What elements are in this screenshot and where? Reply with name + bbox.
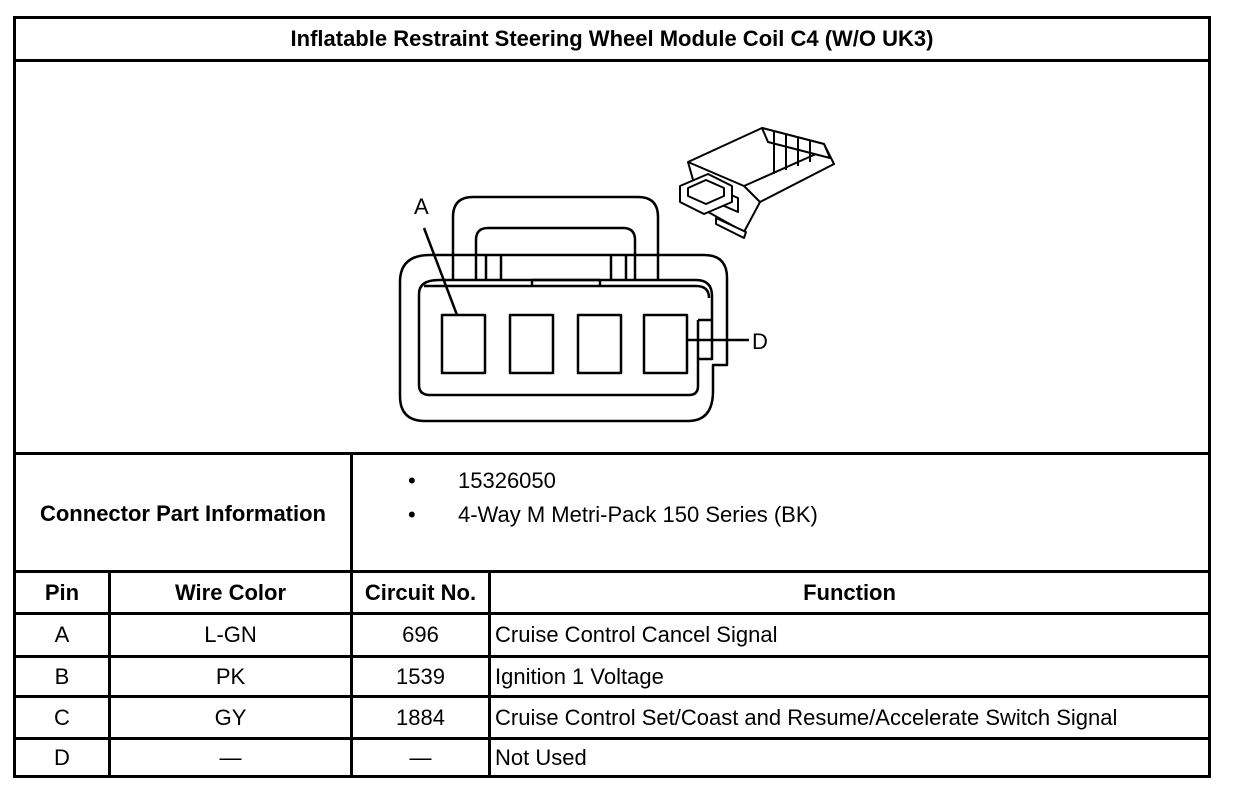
part-info-item: • 15326050 bbox=[355, 464, 1205, 498]
cell-circuit: 696 bbox=[402, 622, 439, 647]
rule-below-diagram bbox=[13, 452, 1211, 455]
cell-function: Cruise Control Cancel Signal bbox=[495, 622, 778, 647]
cell-wire-color: GY bbox=[214, 704, 247, 730]
rule-below-row-b bbox=[13, 695, 1211, 698]
connector-diagram: A D bbox=[16, 62, 1208, 452]
header-pin: Pin bbox=[44, 579, 80, 605]
document-frame bbox=[13, 16, 1211, 778]
part-number: 15326050 bbox=[458, 468, 556, 493]
rule-below-title bbox=[13, 59, 1211, 62]
cavity-c bbox=[576, 313, 623, 375]
header-circuit: Circuit No. bbox=[364, 579, 477, 605]
bullet-icon: • bbox=[408, 502, 416, 527]
rule-circuit-divider bbox=[488, 570, 491, 778]
connector-center-key bbox=[530, 278, 602, 286]
cell-wire-color: PK bbox=[215, 663, 246, 689]
latch-inner-outline bbox=[474, 226, 637, 279]
connector-part-info-list: • 15326050 • 4-Way M Metri-Pack 150 Seri… bbox=[355, 464, 1205, 532]
connector-inset-illustration bbox=[679, 127, 835, 239]
rule-below-part-info bbox=[13, 570, 1211, 573]
cell-function: Not Used bbox=[495, 744, 587, 770]
cell-wire-color: L-GN bbox=[204, 622, 257, 647]
cell-pin: D bbox=[54, 744, 70, 770]
part-description: 4-Way M Metri-Pack 150 Series (BK) bbox=[458, 502, 818, 527]
connector-part-info-label: Connector Part Information bbox=[39, 501, 326, 526]
cavity-a bbox=[440, 313, 487, 375]
cell-pin: C bbox=[54, 704, 70, 730]
label-pin-d: D bbox=[752, 329, 768, 354]
part-info-item: • 4-Way M Metri-Pack 150 Series (BK) bbox=[355, 498, 1205, 532]
label-pin-a: A bbox=[414, 194, 429, 219]
cell-circuit: 1884 bbox=[396, 704, 445, 730]
latch-posts bbox=[484, 256, 628, 279]
connector-body-outer bbox=[398, 253, 729, 423]
rule-part-info-divider bbox=[350, 452, 353, 778]
cell-function: Ignition 1 Voltage bbox=[495, 663, 664, 689]
bullet-icon: • bbox=[408, 468, 416, 493]
rule-pin-divider bbox=[108, 570, 111, 778]
header-function: Function bbox=[803, 579, 896, 605]
cell-function: Cruise Control Set/Coast and Resume/Acce… bbox=[495, 704, 1118, 730]
leader-a bbox=[422, 227, 459, 316]
cell-circuit: 1539 bbox=[396, 663, 445, 689]
rule-below-row-c bbox=[13, 737, 1211, 740]
cell-circuit: — bbox=[409, 744, 432, 770]
rule-below-row-a bbox=[13, 655, 1211, 658]
header-wire-color: Wire Color bbox=[174, 579, 287, 605]
cavity-d bbox=[642, 313, 689, 375]
rule-below-header bbox=[13, 612, 1211, 615]
cavity-b bbox=[508, 313, 555, 375]
connector-body-inner bbox=[417, 278, 714, 397]
cell-pin: B bbox=[54, 663, 70, 689]
cell-pin: A bbox=[54, 622, 70, 647]
cell-wire-color: — bbox=[219, 744, 242, 770]
connector-shelf bbox=[424, 284, 711, 299]
latch-outer-outline bbox=[451, 195, 660, 279]
page-title: Inflatable Restraint Steering Wheel Modu… bbox=[290, 26, 934, 51]
